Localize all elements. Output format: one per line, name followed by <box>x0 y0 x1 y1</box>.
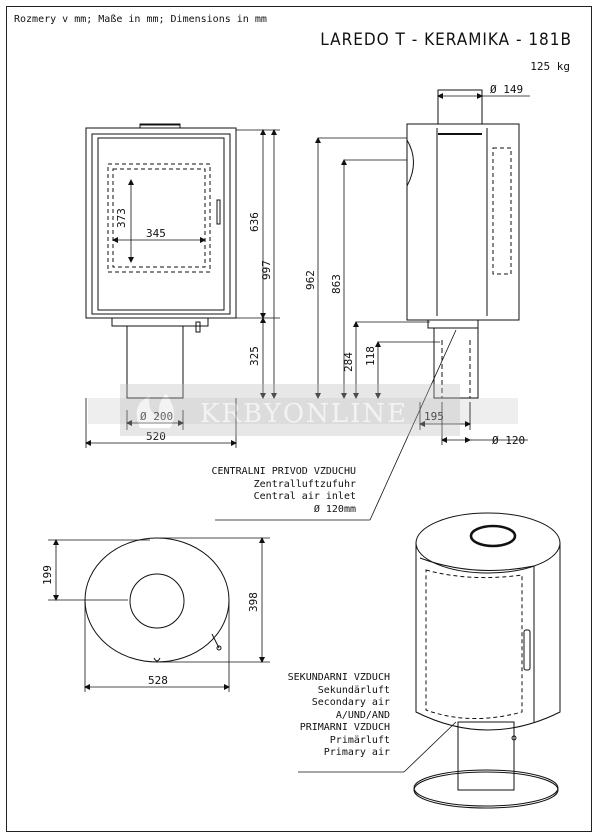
dim-962: 962 <box>304 270 317 290</box>
dim-997: 997 <box>260 260 273 280</box>
product-weight: 125 kg <box>530 60 570 73</box>
air-line-5: PRIMARNI VZDUCH <box>299 722 390 733</box>
dim-373: 373 <box>115 208 128 228</box>
dim-base-diameter: Ø 200 <box>140 410 173 423</box>
watermark: KRBYONLINE <box>120 384 460 436</box>
central-air-label: CENTRALNI PRIVOD VZDUCHU Zentralluftzufu… <box>190 466 357 516</box>
central-air-line-4: Ø 120mm <box>313 503 356 515</box>
air-line-7: Primary air <box>323 747 390 758</box>
dim-398: 398 <box>247 592 260 612</box>
watermark-text: KRBYONLINE <box>200 399 408 429</box>
floor-band <box>88 398 518 424</box>
air-line-3: Secondary air <box>311 697 390 708</box>
air-supply-label: SEKUNDARNI VZDUCH Sekundärluft Secondary… <box>260 672 390 760</box>
dim-195: 195 <box>424 410 444 423</box>
product-title: LAREDO T - KERAMIKA - 181B <box>320 30 572 50</box>
front-view <box>85 123 237 399</box>
dim-air-inlet: Ø 120 <box>492 434 525 447</box>
perspective-view <box>413 512 561 809</box>
dim-284: 284 <box>342 352 355 372</box>
central-air-line-2: Zentralluftzufuhr <box>253 478 356 490</box>
air-line-4: A/UND/AND <box>335 709 390 721</box>
central-air-line-1: CENTRALNI PRIVOD VZDUCHU <box>211 466 357 477</box>
dim-118: 118 <box>364 346 377 366</box>
dim-636: 636 <box>248 212 261 232</box>
side-view <box>406 89 520 399</box>
dim-528: 528 <box>148 674 168 687</box>
air-line-6: Primärluft <box>329 734 390 746</box>
units-note: Rozmery v mm; Maße in mm; Dimensions in … <box>14 14 267 25</box>
dim-flue-diameter: Ø 149 <box>490 83 523 96</box>
air-line-1: SEKUNDARNI VZDUCH <box>287 672 390 683</box>
dim-863: 863 <box>330 274 343 294</box>
dim-325: 325 <box>248 346 261 366</box>
drawing-frame <box>6 6 592 832</box>
central-air-line-3: Central air inlet <box>253 491 356 502</box>
air-line-2: Sekundärluft <box>317 684 390 696</box>
dim-199: 199 <box>41 565 54 585</box>
dim-520: 520 <box>146 430 166 443</box>
dim-345: 345 <box>146 227 166 240</box>
